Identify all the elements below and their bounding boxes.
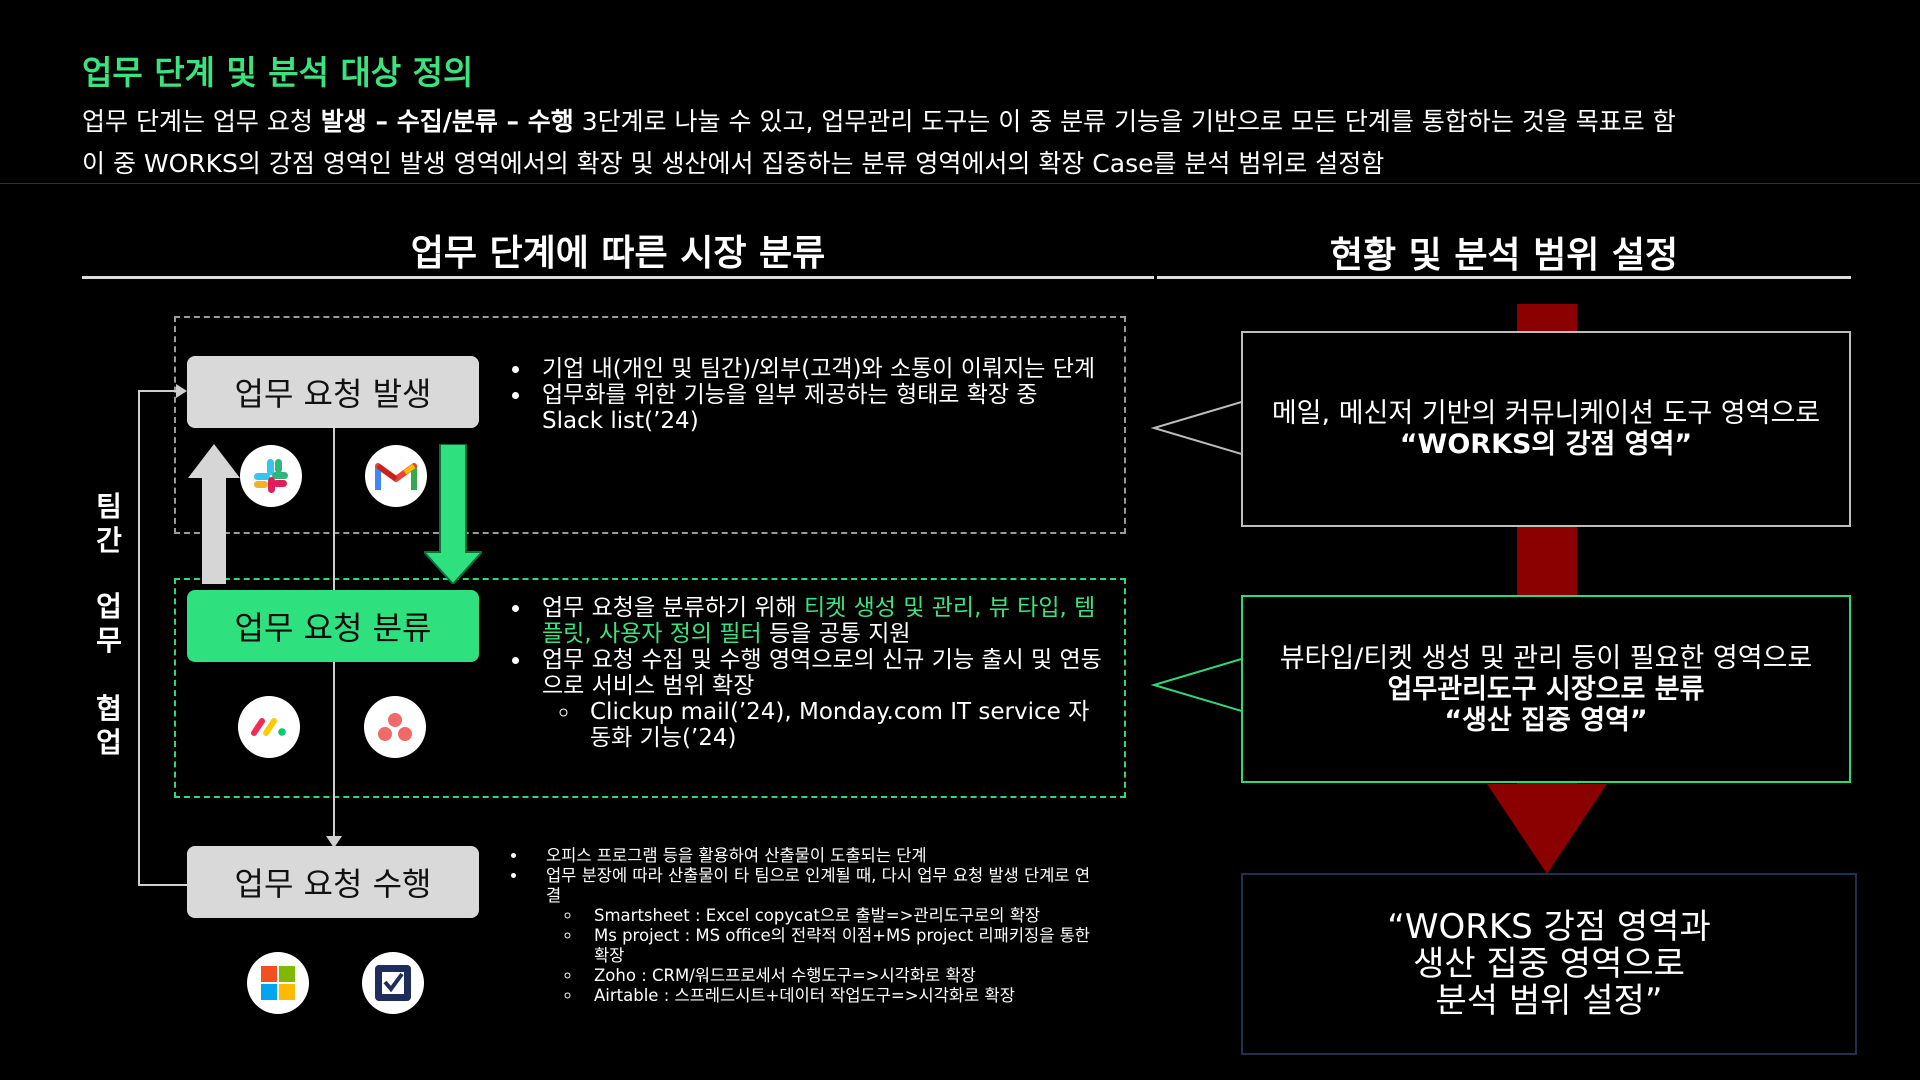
stage-request-execute: 업무 요청 수행 [187,846,479,918]
side-label-char: 협 [96,692,122,725]
side-label-char: 업 [96,726,122,759]
callout-analysis-scope: “WORKS 강점 영역과 생산 집중 영역으로 분석 범위 설정” [1241,873,1857,1055]
stage1-dashed-group [174,316,1126,534]
header-divider [0,183,1920,184]
callout-pointer-2 [1150,656,1245,714]
stage2-description: 업무 요청을 분류하기 위해 티켓 생성 및 관리, 뷰 타입, 템플릿, 사용… [496,595,1106,751]
flow-arrowhead [326,836,342,848]
bullet-item: 업무 요청을 분류하기 위해 티켓 생성 및 관리, 뷰 타입, 템플릿, 사용… [532,595,1106,647]
right-section-underline [1157,276,1851,279]
stage1-description: 기업 내(개인 및 팀간)/외부(고객)와 소통이 이뤄지는 단계 업무화를 위… [496,356,1116,434]
sub-bullet-item: Clickup mail(’24), Monday.com IT service… [580,699,1106,751]
description-line-1: 업무 단계는 업무 요청 발생 – 수집/분류 – 수행 3단계로 나눌 수 있… [82,107,1676,136]
side-label-char: 간 [96,524,122,557]
side-label-char: 업 [96,590,122,623]
loop-back-arrowhead [176,384,187,398]
sub-bullet-item: Zoho : CRM/워드프로세서 수행도구=>시각화로 확장 [582,966,1096,986]
monday-icon [238,696,300,758]
loop-back-top [138,390,180,392]
asana-icon [364,696,426,758]
callout-works-strength: 메일, 메신저 기반의 커뮤니케이션 도구 영역으로 “WORKS의 강점 영역… [1241,331,1851,527]
up-arrow-icon [188,444,240,584]
bullet-item: 업무 요청 수집 및 수행 영역으로의 신규 기능 출시 및 연동으로 서비스 … [532,647,1106,699]
right-section-title: 현황 및 분석 범위 설정 [1329,235,1679,276]
microsoft-icon [247,952,309,1014]
side-label-char: 팀 [96,490,122,523]
loop-back-bottom [138,884,188,886]
left-section-title: 업무 단계에 따른 시장 분류 [410,233,826,274]
slack-icon [240,445,302,507]
description-line-2: 이 중 WORKS의 강점 영역인 발생 영역에서의 확장 및 생산에서 집중하… [82,149,1385,178]
loop-back-line [138,390,140,886]
callout-production-focus: 뷰타입/티켓 생성 및 관리 등이 필요한 영역으로 업무관리도구 시장으로 분… [1241,595,1851,783]
gmail-icon [365,445,427,507]
stage2-dashed-group [174,578,1126,798]
side-label-char: 무 [96,624,122,657]
down-arrow-icon [424,444,482,584]
left-section-underline [82,276,1154,279]
callout-pointer-1 [1150,399,1245,457]
bullet-item: 업무 분장에 따라 산출물이 타 팀으로 인계될 때, 다시 업무 요청 발생 … [528,866,1096,906]
stage-request-classify: 업무 요청 분류 [187,590,479,662]
sub-bullet-item: Airtable : 스프레드시트+데이터 작업도구=>시각화로 확장 [582,986,1096,1006]
ms-project-icon [362,952,424,1014]
stage-request-occur: 업무 요청 발생 [187,356,479,428]
bullet-item: 기업 내(개인 및 팀간)/외부(고객)와 소통이 이뤄지는 단계 [532,356,1116,382]
stage3-description: 오피스 프로그램 등을 활용하여 산출물이 도출되는 단계 업무 분장에 따라 … [496,846,1096,1006]
sub-bullet-item: Smartsheet : Excel copycat으로 출발=>관리도구로의 … [582,906,1096,926]
page-title: 업무 단계 및 분석 대상 정의 [82,53,474,92]
scope-flow-arrowhead [1487,784,1607,874]
bullet-item: 오피스 프로그램 등을 활용하여 산출물이 도출되는 단계 [528,846,1096,866]
sub-bullet-item: Ms project : MS office의 전략적 이점+MS projec… [582,926,1096,966]
